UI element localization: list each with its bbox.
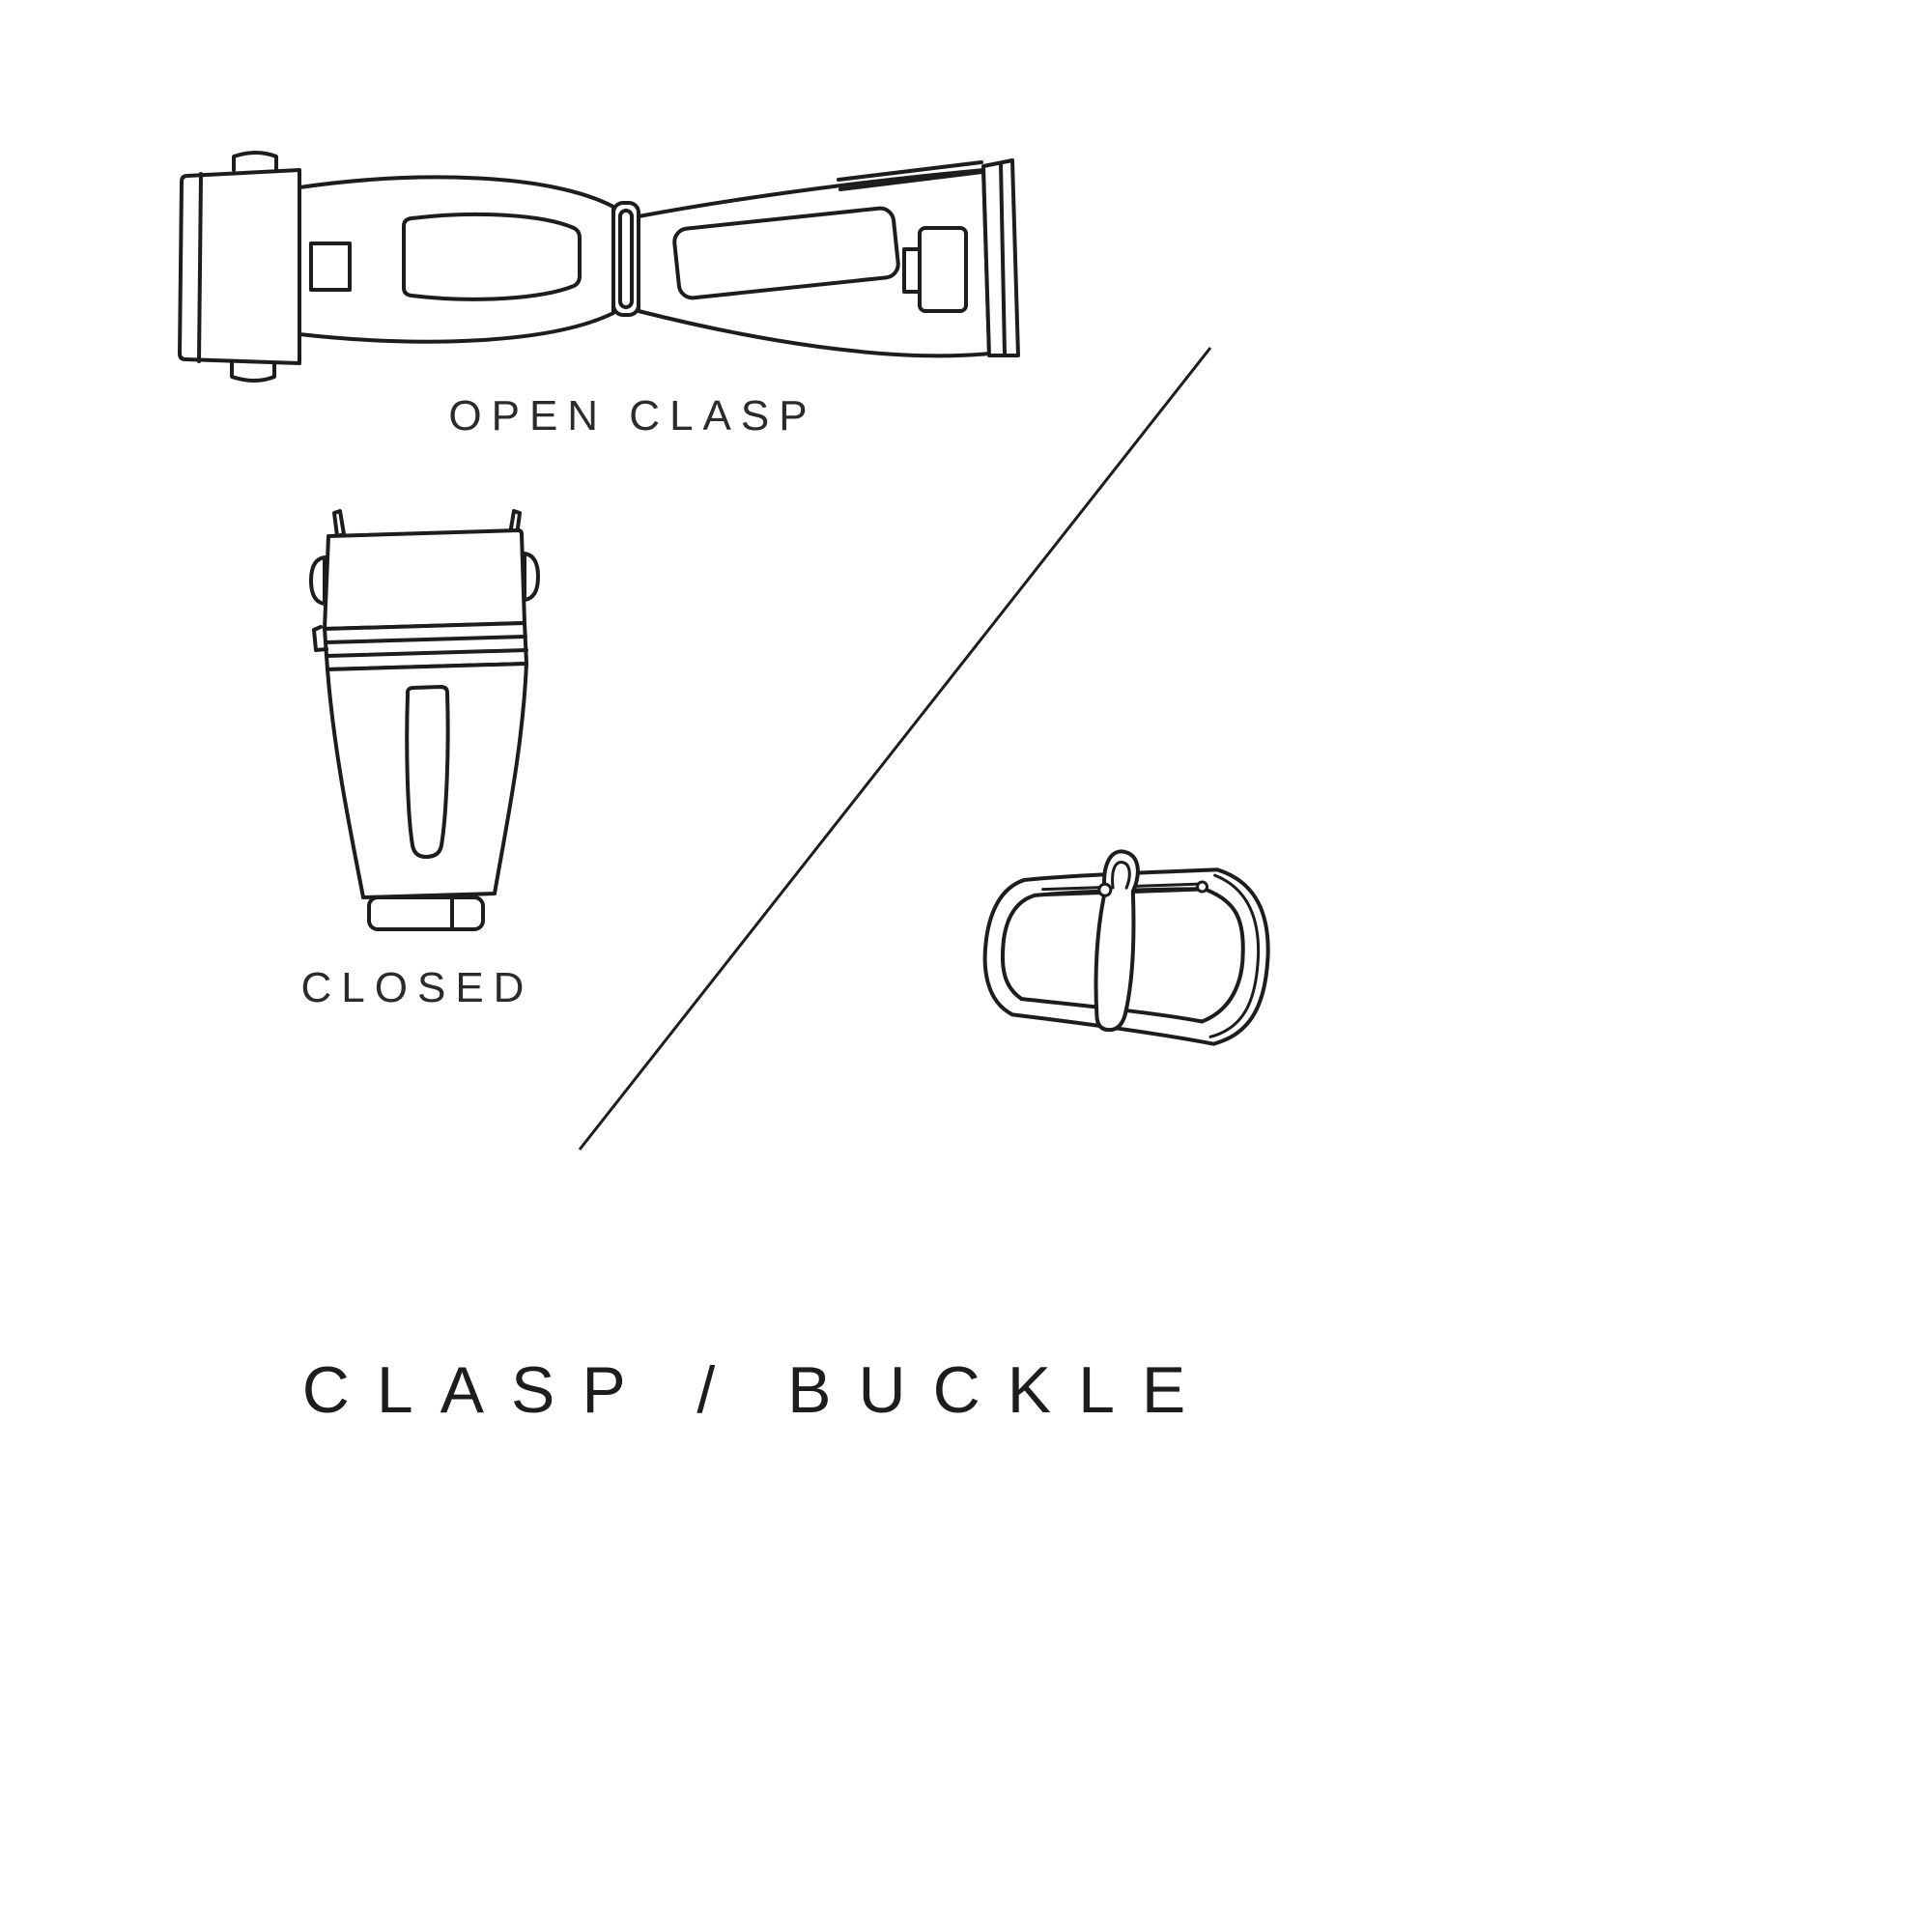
open-clasp-right-blade xyxy=(637,158,1020,358)
open-clasp-illustration xyxy=(178,151,1020,383)
open-clasp-left-blade xyxy=(298,175,615,344)
closed-clasp-illustration xyxy=(309,509,540,931)
closed-clasp-body xyxy=(309,509,540,931)
open-clasp-label: OPEN CLASP xyxy=(448,392,817,440)
buckle-illustration xyxy=(982,849,1270,1046)
page-title: CLASP / BUCKLE xyxy=(301,1353,1213,1427)
closed-clasp-label: CLOSED xyxy=(300,964,534,1011)
tang-buckle xyxy=(982,849,1270,1046)
open-clasp-left-end-link xyxy=(178,151,301,383)
